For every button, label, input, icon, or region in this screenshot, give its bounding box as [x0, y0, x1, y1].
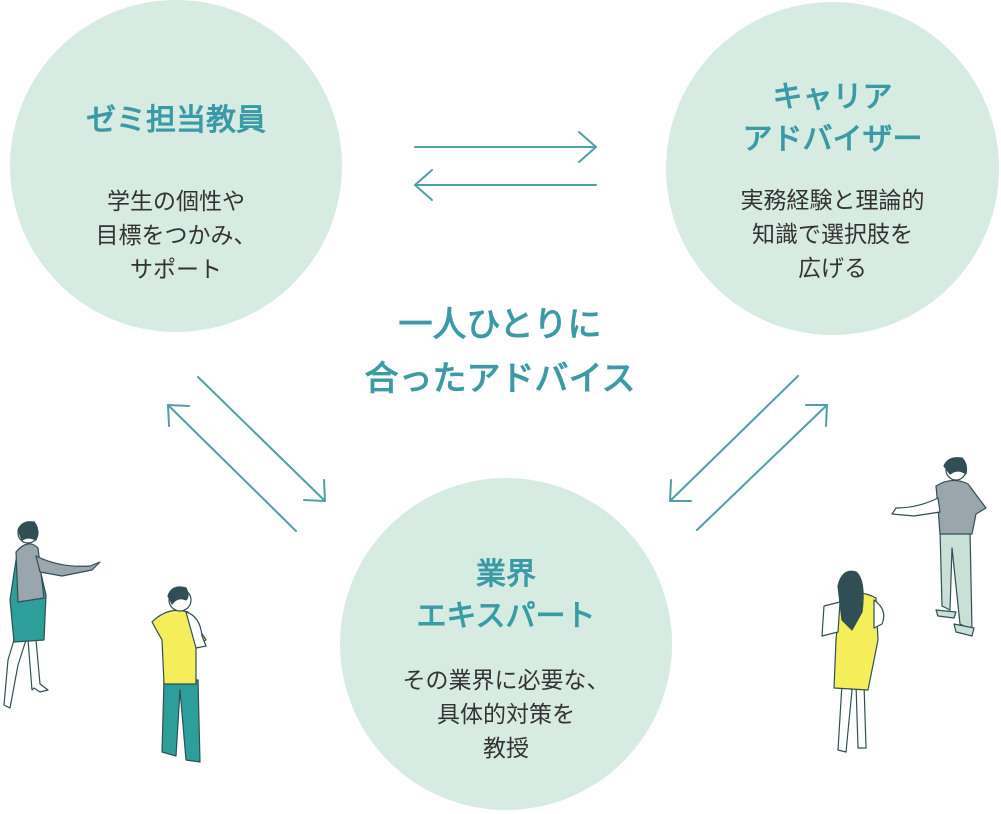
arrow-expert-to-seminar	[167, 404, 297, 532]
seminar-teacher-title: ゼミ担当教員	[86, 103, 266, 138]
industry-expert-description: その業界に必要な、 具体的対策を 教授	[402, 668, 610, 762]
career-advisor-title: キャリア アドバイザー	[742, 80, 923, 157]
person-woman-pointing-illustration	[3, 521, 101, 709]
career-advisor-description: 実務経験と理論的 知識で選択肢を 広げる	[740, 188, 925, 282]
seminar-teacher-circle: ゼミ担当教員 学生の個性や 目標をつかみ、 サポート	[10, 0, 342, 332]
seminar-teacher-description: 学生の個性や 目標をつかみ、 サポート	[95, 189, 257, 283]
person-man-thinking-illustration	[151, 586, 207, 763]
center-message: 一人ひとりに 合ったアドバイス	[364, 305, 636, 399]
career-advisor-circle: キャリア アドバイザー 実務経験と理論的 知識で選択肢を 広げる	[666, 2, 999, 335]
person-woman-with-tablet-illustration	[821, 570, 885, 753]
arrow-career-to-seminar	[414, 169, 597, 201]
industry-expert-circle: 業界 エキスパート その業界に必要な、 具体的対策を 教授	[340, 478, 672, 810]
industry-expert-title: 業界 エキスパート	[416, 557, 596, 634]
arrow-career-to-expert	[669, 375, 799, 502]
arrow-seminar-to-expert	[197, 376, 326, 502]
person-man-pointing-illustration	[891, 457, 987, 637]
arrow-expert-to-career	[696, 404, 828, 531]
arrow-seminar-to-career	[414, 131, 597, 163]
